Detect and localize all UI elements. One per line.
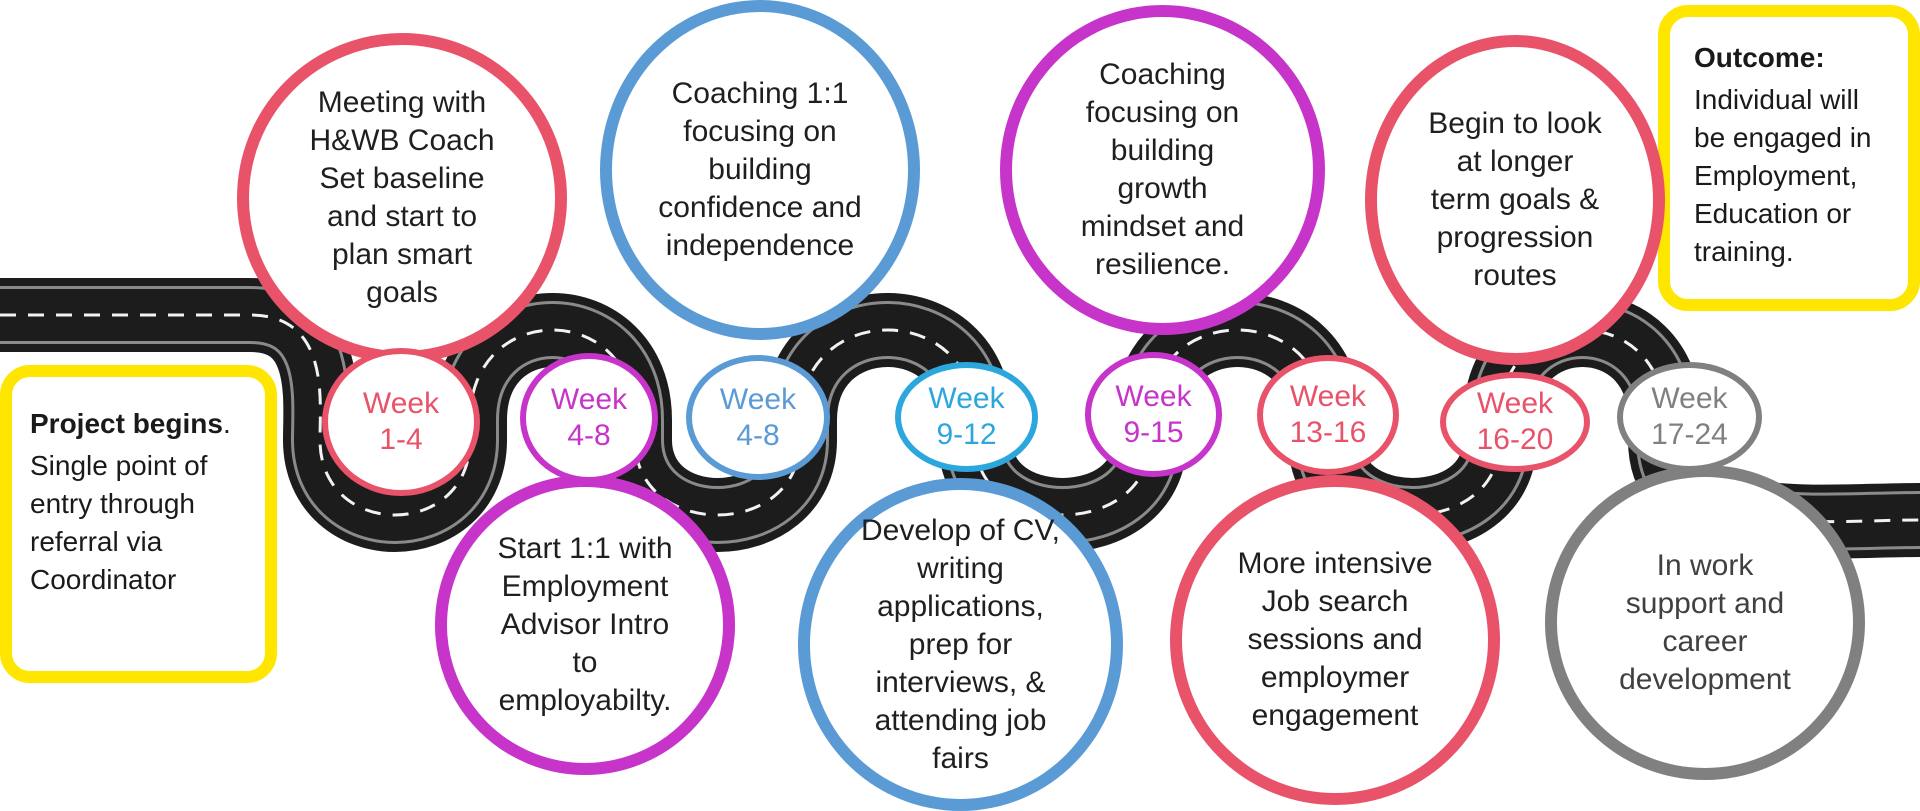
stage-7-description: Begin to look at longer term goals & pro… [1365, 35, 1665, 365]
outcome-box: Outcome: Individual will be engaged in E… [1658, 5, 1920, 311]
stage-6-week-label: Week 13-16 [1289, 380, 1367, 449]
stage-6-text: More intensive Job search sessions and e… [1237, 547, 1433, 732]
stage-8-text: In work support and career development [1619, 548, 1791, 696]
stage-2-week-label: Week 4-8 [550, 383, 628, 452]
stage-5-description: Coaching focusing on building growth min… [1000, 5, 1325, 335]
stage-2-description: Start 1:1 with Employment Advisor Intro … [435, 475, 735, 775]
stage-2-week-badge: Week 4-8 [520, 353, 658, 483]
stage-5-week-badge: Week 9-15 [1085, 352, 1222, 477]
stage-1-week-label: Week 1-4 [362, 387, 440, 456]
stage-1-text: Meeting with H&WB Coach Set baseline and… [309, 86, 495, 309]
project-start-box: Project begins. Single point of entry th… [0, 365, 277, 683]
stage-7-text: Begin to look at longer term goals & pro… [1428, 107, 1602, 292]
stage-7-week-label: Week 16-20 [1476, 387, 1554, 456]
stage-6-week-badge: Week 13-16 [1257, 355, 1399, 475]
stage-1-week-badge: Week 1-4 [322, 348, 480, 496]
stage-5-week-label: Week 9-15 [1115, 379, 1192, 449]
stage-2-text: Start 1:1 with Employment Advisor Intro … [497, 532, 673, 717]
stage-4-text: Develop of CV, writing applications, pre… [860, 513, 1060, 775]
stage-8-week-label: Week 17-24 [1651, 382, 1728, 451]
stage-3-text: Coaching 1:1 focusing on building confid… [658, 77, 862, 262]
start-box-title-suffix: . [222, 408, 231, 439]
stage-3-week-badge: Week 4-8 [686, 355, 830, 480]
stage-7-week-badge: Week 16-20 [1440, 372, 1590, 472]
stage-6-description: More intensive Job search sessions and e… [1170, 475, 1500, 805]
stage-4-week-badge: Week 9-12 [895, 362, 1038, 472]
start-box-text: Single point of entry through referral v… [30, 450, 208, 595]
stage-4-description: Develop of CV, writing applications, pre… [798, 478, 1123, 811]
stage-8-description: In work support and career development [1545, 465, 1865, 780]
stage-5-text: Coaching focusing on building growth min… [1080, 58, 1245, 281]
stage-1-description: Meeting with H&WB Coach Set baseline and… [237, 33, 567, 363]
stage-3-description: Coaching 1:1 focusing on building confid… [600, 0, 920, 340]
stage-3-week-label: Week 4-8 [719, 382, 797, 452]
outcome-box-text: Individual will be engaged in Employment… [1694, 84, 1872, 267]
start-box-title: Project begins [30, 408, 223, 439]
outcome-box-title: Outcome: [1694, 42, 1825, 73]
stage-4-week-label: Week 9-12 [928, 382, 1005, 451]
stage-8-week-badge: Week 17-24 [1617, 362, 1762, 472]
